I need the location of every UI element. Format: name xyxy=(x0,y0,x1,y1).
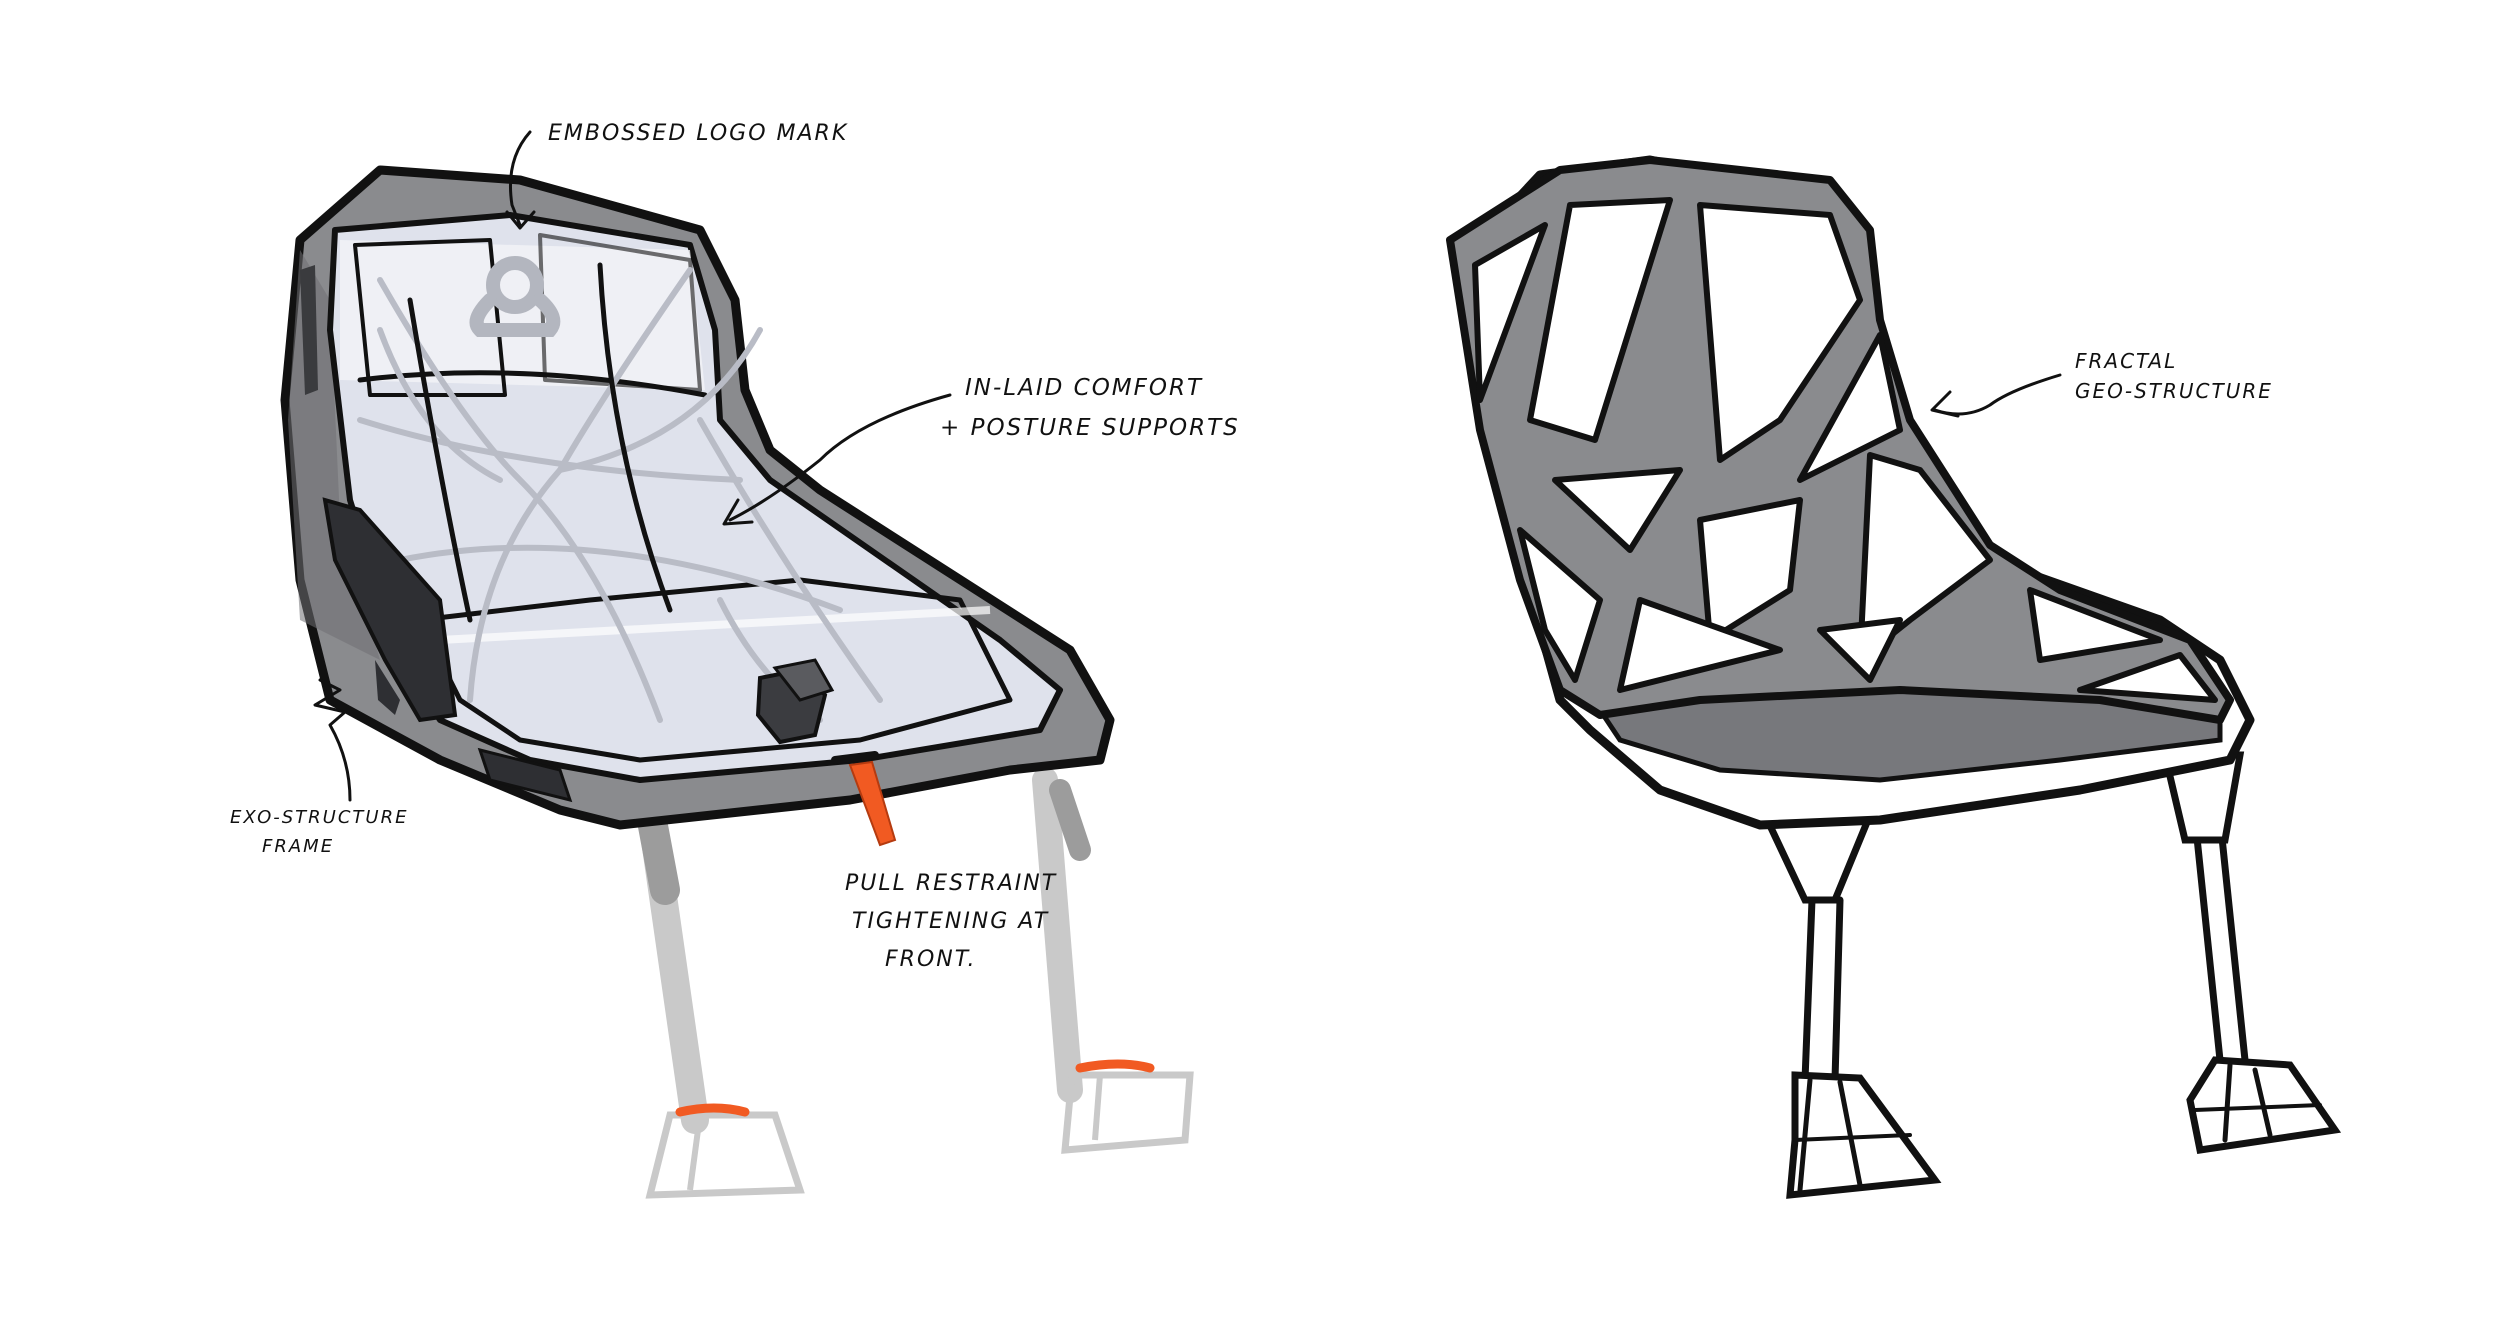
annotation-fractal-geo: FRACTAL GEO-STRUCTURE xyxy=(1930,349,2273,418)
note-exo-line-1: EXO-STRUCTURE xyxy=(230,807,408,828)
note-comfort-line-1: IN-LAID COMFORT xyxy=(965,375,1203,401)
right-chair-sketch xyxy=(1446,155,2342,1199)
left-chair-sketch xyxy=(280,165,1194,1199)
left-chair-front-leg xyxy=(635,795,805,1199)
embossed-logo-mark-icon xyxy=(469,256,561,337)
left-chair-side-vent-lower xyxy=(477,747,573,803)
note-pull-line-3: FRONT. xyxy=(885,947,977,972)
annotation-embossed-logo: EMBOSSED LOGO MARK xyxy=(505,121,848,230)
note-pull-line-1: PULL RESTRAINT xyxy=(845,871,1057,896)
note-fractal-line-2: GEO-STRUCTURE xyxy=(2075,379,2273,403)
left-chair-side-vent-upper xyxy=(300,265,318,395)
note-embossed-logo-mark: EMBOSSED LOGO MARK xyxy=(548,121,848,146)
annotation-pull-restraint: PULL RESTRAINT TIGHTENING AT FRONT. xyxy=(845,871,1057,972)
note-fractal-line-1: FRACTAL xyxy=(2075,349,2177,373)
right-chair-front-leg xyxy=(1759,811,1942,1199)
note-exo-line-2: FRAME xyxy=(262,836,334,857)
left-chair-side-vent-middle xyxy=(322,497,458,723)
right-chair-back-leg xyxy=(2160,751,2342,1154)
left-chair-back-leg xyxy=(1032,767,1194,1154)
left-chair-restraint-knob xyxy=(755,658,835,745)
note-comfort-line-2: + POSTURE SUPPORTS xyxy=(940,415,1240,441)
annotation-comfort-supports: IN-LAID COMFORT + POSTURE SUPPORTS xyxy=(722,375,1240,526)
note-pull-line-2: TIGHTENING AT xyxy=(852,909,1049,934)
right-chair-geo-openings xyxy=(1472,197,2218,703)
pull-restraint-strap xyxy=(831,751,897,847)
annotation-exo-structure: EXO-STRUCTURE FRAME xyxy=(230,678,408,857)
